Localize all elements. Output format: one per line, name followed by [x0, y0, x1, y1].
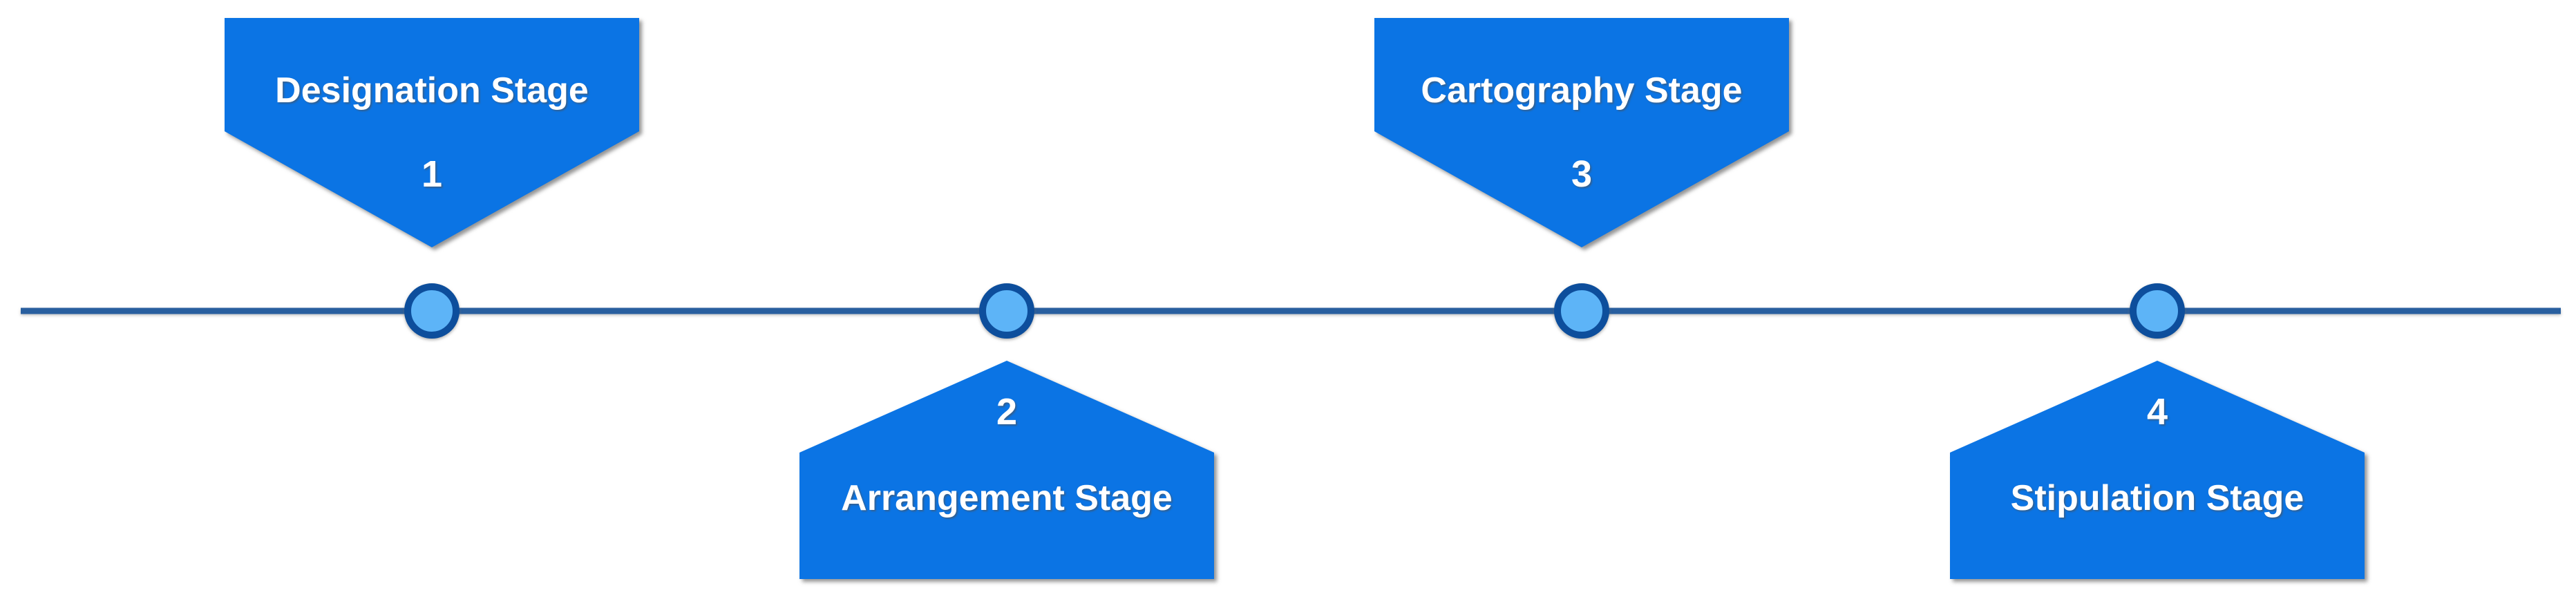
stage-group-1: Designation Stage 1	[225, 18, 639, 247]
stage-1-number: 1	[422, 153, 442, 195]
timeline-node-1	[404, 283, 460, 339]
stage-group-4: 4 Stipulation Stage	[1950, 361, 2365, 579]
stage-4-banner-shape	[1950, 361, 2365, 579]
timeline-node-4	[2130, 283, 2185, 339]
stage-3-number: 3	[1571, 153, 1592, 195]
timeline-node-2	[979, 283, 1034, 339]
stage-3-banner-shape	[1374, 18, 1789, 247]
stage-2-banner-shape	[799, 361, 1214, 579]
stage-1-banner-shape	[225, 18, 639, 247]
stage-4-number: 4	[2147, 391, 2168, 433]
stage-group-3: Cartography Stage 3	[1374, 18, 1789, 247]
stage-2-number: 2	[996, 391, 1017, 433]
stage-2-label: Arrangement Stage	[841, 478, 1173, 518]
stage-3-label: Cartography Stage	[1421, 70, 1742, 111]
timeline-node-3	[1554, 283, 1609, 339]
stage-group-2: 2 Arrangement Stage	[799, 361, 1214, 579]
stage-1-label: Designation Stage	[275, 70, 589, 111]
stage-4-label: Stipulation Stage	[2011, 478, 2304, 518]
